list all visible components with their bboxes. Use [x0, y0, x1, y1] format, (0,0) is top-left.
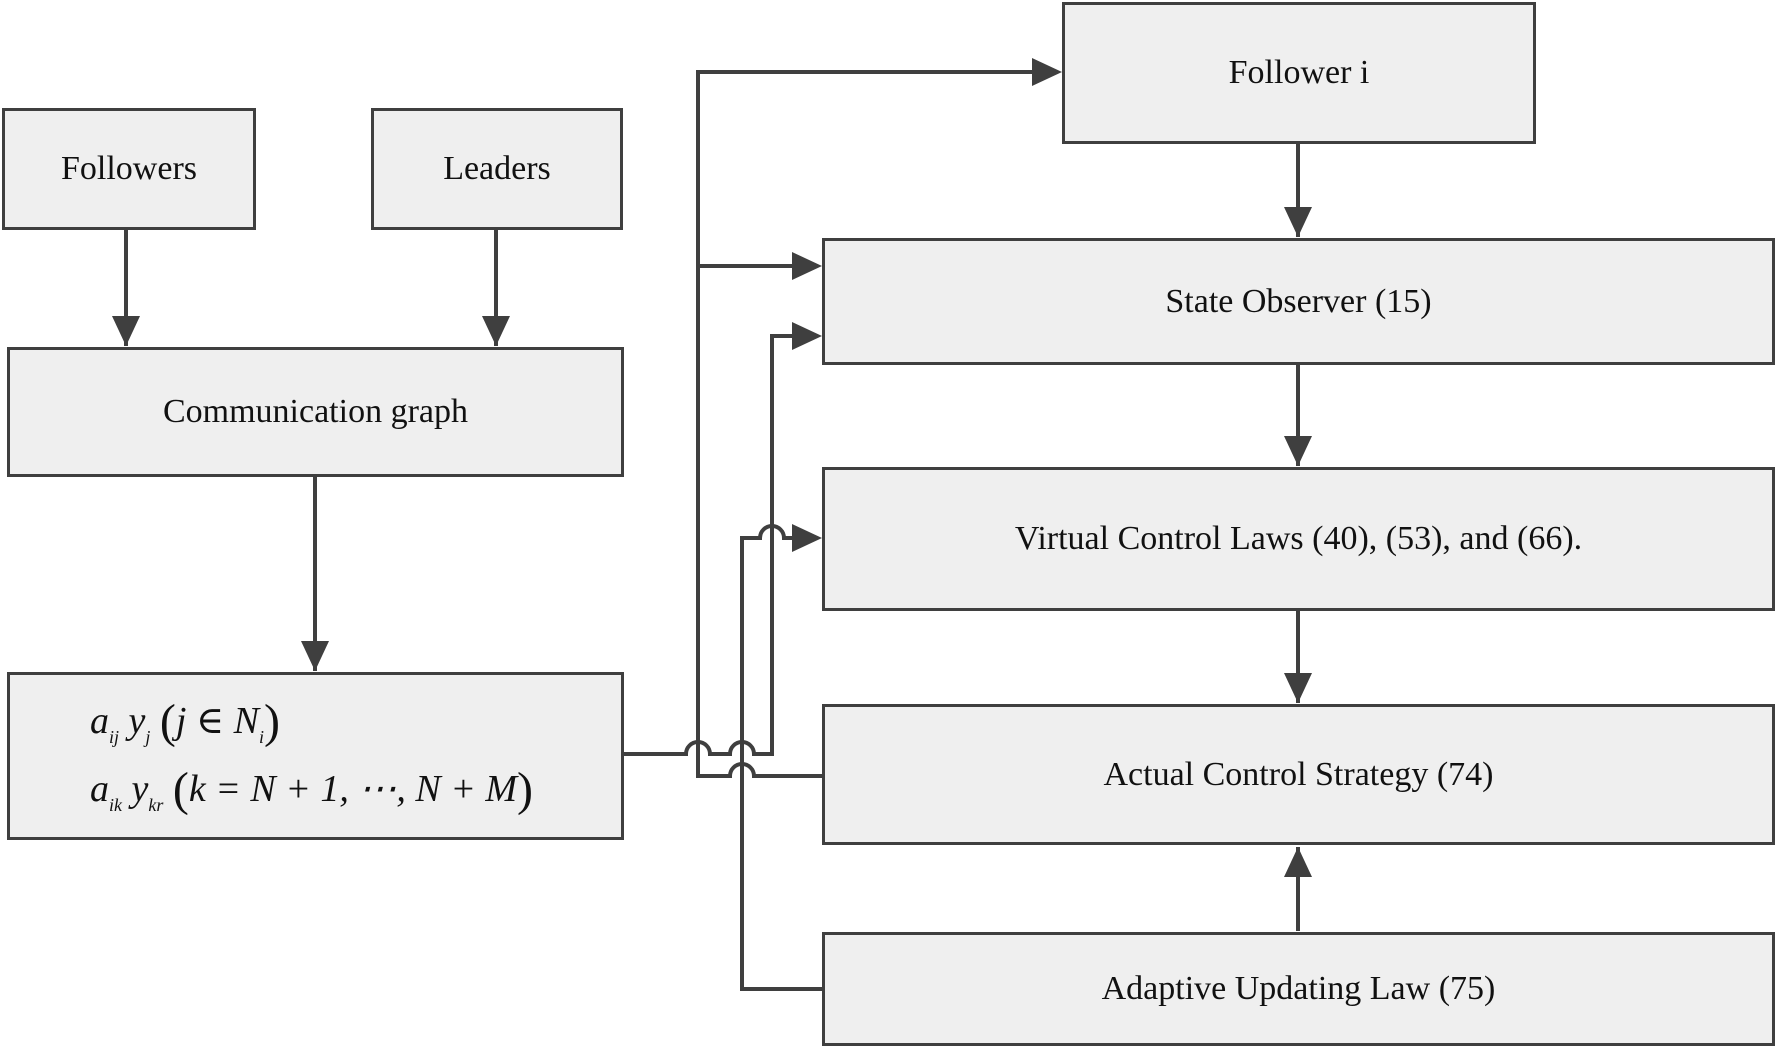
communication-graph-box: Communication graph — [7, 347, 624, 477]
adaptive-updating-law-label: Adaptive Updating Law (75) — [1101, 970, 1496, 1007]
leaders-box: Leaders — [371, 108, 623, 230]
leaders-label: Leaders — [443, 150, 551, 187]
virtual-control-laws-box: Virtual Control Laws (40), (53), and (66… — [822, 467, 1775, 611]
line-adaptive-to-virtual — [740, 524, 822, 991]
actual-control-strategy-box: Actual Control Strategy (74) — [822, 704, 1775, 845]
equation-line-leaders: aik ykr (k = N + 1, ⋯, N + M) — [90, 763, 533, 816]
equation-line-followers: aij yj (j ∈ Ni) — [90, 695, 280, 749]
adaptive-updating-law-box: Adaptive Updating Law (75) — [822, 932, 1775, 1046]
communication-graph-label: Communication graph — [162, 393, 468, 430]
line-actual-to-follower-observer — [696, 70, 1040, 778]
line-equations-to-observer — [624, 334, 800, 756]
followers-box: Followers — [2, 108, 256, 230]
actual-control-strategy-label: Actual Control Strategy (74) — [1103, 755, 1494, 793]
neighbor-info-box: aij yj (j ∈ Ni) aik ykr (k = N + 1, ⋯, N… — [7, 672, 624, 840]
state-observer-box: State Observer (15) — [822, 238, 1775, 365]
follower-i-box: Follower i — [1062, 2, 1536, 144]
followers-label: Followers — [61, 150, 197, 187]
virtual-control-laws-label: Virtual Control Laws (40), (53), and (66… — [1014, 520, 1583, 557]
state-observer-label: State Observer (15) — [1165, 282, 1432, 320]
follower-i-label: Follower i — [1228, 54, 1370, 91]
